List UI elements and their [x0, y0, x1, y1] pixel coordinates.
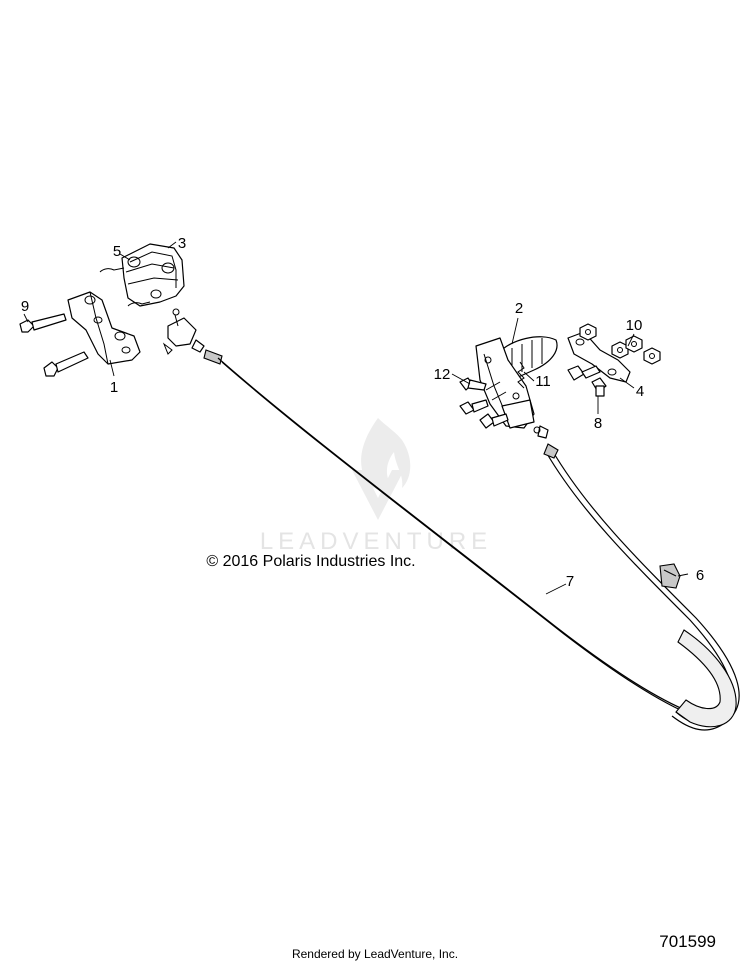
flame-logo-icon [352, 418, 411, 520]
part-3-caliper [121, 243, 185, 307]
part-2-brake-handle [475, 336, 558, 429]
document-number: 701599 [659, 932, 716, 951]
callout-7: 7 [566, 573, 574, 590]
callout-12: 12 [434, 366, 451, 383]
callout-3: 3 [178, 235, 186, 252]
callout-10: 10 [626, 317, 643, 334]
part-6-clip [659, 563, 681, 589]
callout-11: 11 [535, 373, 551, 390]
part-11-spring [517, 361, 525, 389]
part-10-nuts [579, 323, 661, 365]
part-12-bolts [459, 377, 509, 429]
copyright-text: © 2016 Polaris Industries Inc. [206, 553, 415, 570]
cable-clevis [162, 308, 223, 365]
callout-1: 1 [110, 379, 118, 396]
part-8-bolts [567, 365, 607, 397]
part-7-long-cable [217, 357, 695, 717]
part-4-plate [567, 331, 631, 383]
callouts: 1 2 3 4 5 6 7 8 9 10 11 12 [21, 235, 704, 590]
part-5-pins [99, 267, 151, 307]
callout-6: 6 [696, 567, 704, 584]
cable-sheath-loop [533, 425, 740, 731]
callout-4: 4 [636, 383, 644, 400]
part-1-bracket [67, 291, 141, 365]
leader-lines [23, 241, 689, 595]
callout-9: 9 [21, 298, 29, 315]
callout-2: 2 [515, 300, 523, 317]
leadventure-watermark: LEADVENTURE [260, 418, 492, 555]
part-9-bolts [19, 313, 89, 377]
watermark-text: LEADVENTURE [260, 528, 492, 555]
footer-text: Rendered by LeadVenture, Inc. [292, 947, 458, 961]
callout-8: 8 [594, 415, 602, 432]
callout-5: 5 [113, 243, 121, 260]
